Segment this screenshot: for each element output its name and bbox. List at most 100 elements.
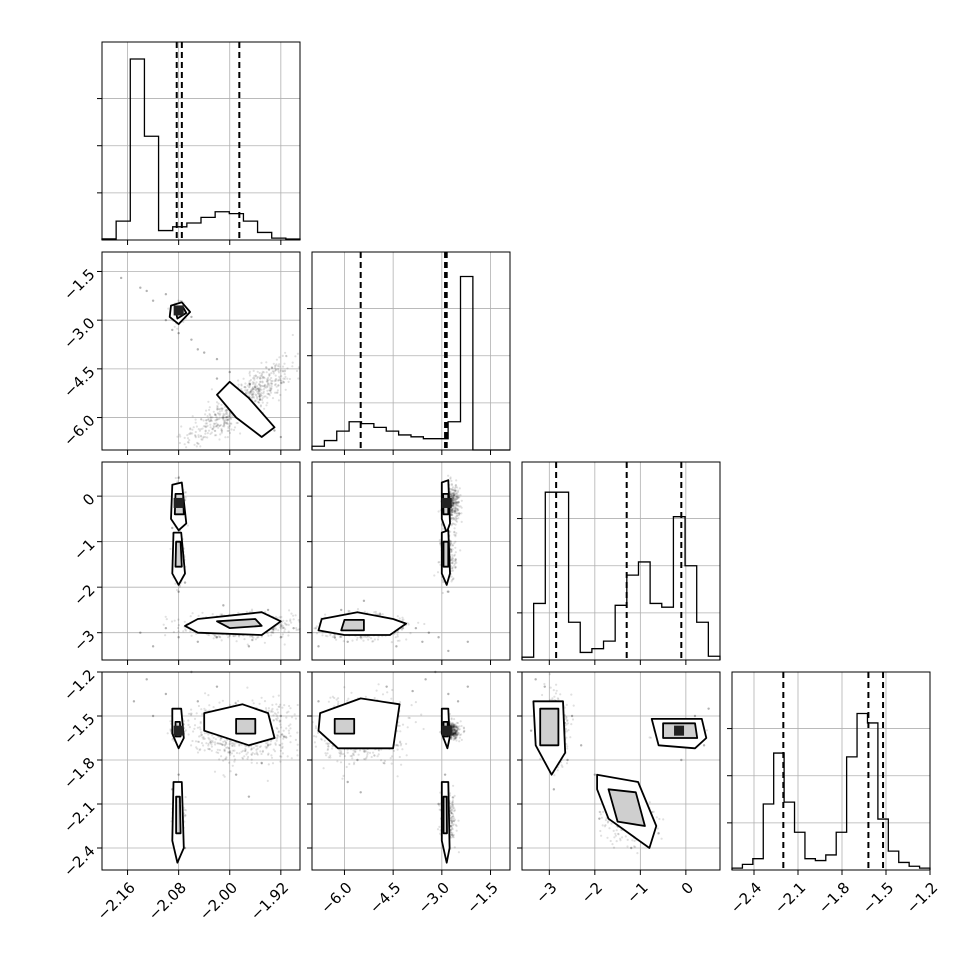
sample-point bbox=[186, 441, 190, 444]
sample-point bbox=[119, 276, 123, 280]
sample-point bbox=[178, 441, 181, 445]
sample-point bbox=[290, 612, 293, 615]
sample-point bbox=[453, 493, 456, 496]
sample-point bbox=[370, 637, 373, 640]
sample-point bbox=[233, 426, 237, 429]
sample-point bbox=[139, 286, 142, 289]
sample-point bbox=[315, 632, 319, 635]
sample-point bbox=[235, 640, 238, 643]
sample-point bbox=[265, 371, 268, 374]
sample-point bbox=[282, 377, 285, 380]
sample-point bbox=[256, 370, 259, 373]
sample-point bbox=[261, 401, 264, 404]
sample-point bbox=[197, 434, 200, 437]
sample-point bbox=[217, 426, 220, 429]
sample-point bbox=[211, 428, 214, 431]
hist-panel-1 bbox=[307, 251, 511, 455]
sample-point bbox=[139, 631, 142, 634]
sample-point bbox=[254, 399, 257, 402]
sample-point bbox=[442, 527, 445, 530]
sample-point bbox=[373, 638, 376, 641]
sample-point bbox=[167, 307, 170, 310]
sample-point bbox=[280, 379, 283, 382]
sample-point bbox=[265, 404, 268, 407]
sample-point bbox=[297, 377, 300, 380]
sample-point bbox=[414, 626, 418, 630]
sample-point bbox=[423, 622, 426, 626]
sample-point bbox=[204, 432, 207, 435]
sample-point bbox=[458, 512, 461, 515]
sample-point bbox=[378, 613, 382, 616]
sample-point bbox=[268, 384, 271, 387]
scatter-panel-0-3 bbox=[97, 670, 301, 875]
sample-point bbox=[253, 376, 256, 380]
sample-point bbox=[164, 615, 167, 618]
sample-point bbox=[271, 379, 274, 382]
sample-point bbox=[175, 588, 179, 592]
sample-point bbox=[268, 394, 271, 397]
sample-point bbox=[450, 524, 453, 527]
sample-point bbox=[183, 491, 186, 494]
sample-point bbox=[455, 519, 458, 522]
sample-point bbox=[263, 377, 266, 380]
sample-point bbox=[348, 610, 351, 613]
sample-point bbox=[281, 365, 285, 368]
sample-point bbox=[226, 429, 229, 433]
sample-point bbox=[177, 626, 180, 630]
sample-point bbox=[173, 325, 176, 328]
sample-point bbox=[177, 636, 180, 639]
sample-point bbox=[177, 299, 180, 302]
sample-point bbox=[218, 424, 221, 427]
sample-point bbox=[268, 368, 271, 371]
sample-point bbox=[459, 549, 462, 552]
sample-point bbox=[453, 530, 456, 533]
sample-point bbox=[171, 526, 174, 530]
sample-point bbox=[321, 634, 324, 637]
sample-point bbox=[210, 419, 213, 422]
hist-panel-2 bbox=[517, 461, 721, 665]
sample-point bbox=[204, 413, 207, 416]
hist-frame bbox=[101, 41, 301, 241]
sample-point bbox=[201, 427, 204, 430]
sample-point bbox=[455, 517, 458, 520]
sample-point bbox=[189, 630, 192, 633]
sample-point bbox=[409, 632, 412, 635]
sample-point bbox=[266, 608, 270, 612]
sample-point bbox=[210, 431, 213, 434]
sample-point bbox=[196, 640, 200, 643]
sample-point bbox=[235, 421, 238, 425]
sample-point bbox=[254, 393, 257, 396]
sample-point bbox=[284, 623, 287, 626]
sample-point bbox=[326, 635, 329, 638]
sample-point bbox=[268, 389, 271, 392]
sample-point bbox=[447, 590, 450, 593]
sample-point bbox=[367, 638, 370, 641]
sample-point bbox=[226, 436, 229, 439]
sample-point bbox=[453, 487, 457, 490]
sample-point bbox=[297, 619, 300, 622]
sample-point bbox=[278, 356, 281, 359]
sample-point bbox=[281, 370, 285, 373]
sample-point bbox=[450, 479, 453, 482]
sample-point bbox=[221, 407, 224, 410]
sample-point bbox=[262, 371, 265, 374]
sample-point bbox=[229, 414, 232, 417]
sample-point bbox=[220, 427, 223, 430]
sample-point bbox=[437, 561, 440, 564]
sample-point bbox=[186, 434, 189, 437]
sample-point bbox=[454, 558, 457, 561]
sample-point bbox=[182, 320, 185, 323]
sample-point bbox=[277, 629, 280, 632]
sample-point bbox=[266, 396, 269, 399]
sample-point bbox=[177, 630, 180, 633]
sample-point bbox=[449, 488, 453, 491]
sample-point bbox=[202, 351, 206, 354]
sample-point bbox=[453, 510, 456, 513]
sample-point bbox=[169, 720, 172, 723]
sample-point bbox=[263, 407, 266, 410]
sample-point bbox=[251, 639, 254, 642]
sample-point bbox=[279, 623, 282, 626]
sample-point bbox=[195, 425, 198, 428]
sample-point bbox=[283, 362, 286, 365]
hist-panel-0 bbox=[97, 41, 301, 245]
